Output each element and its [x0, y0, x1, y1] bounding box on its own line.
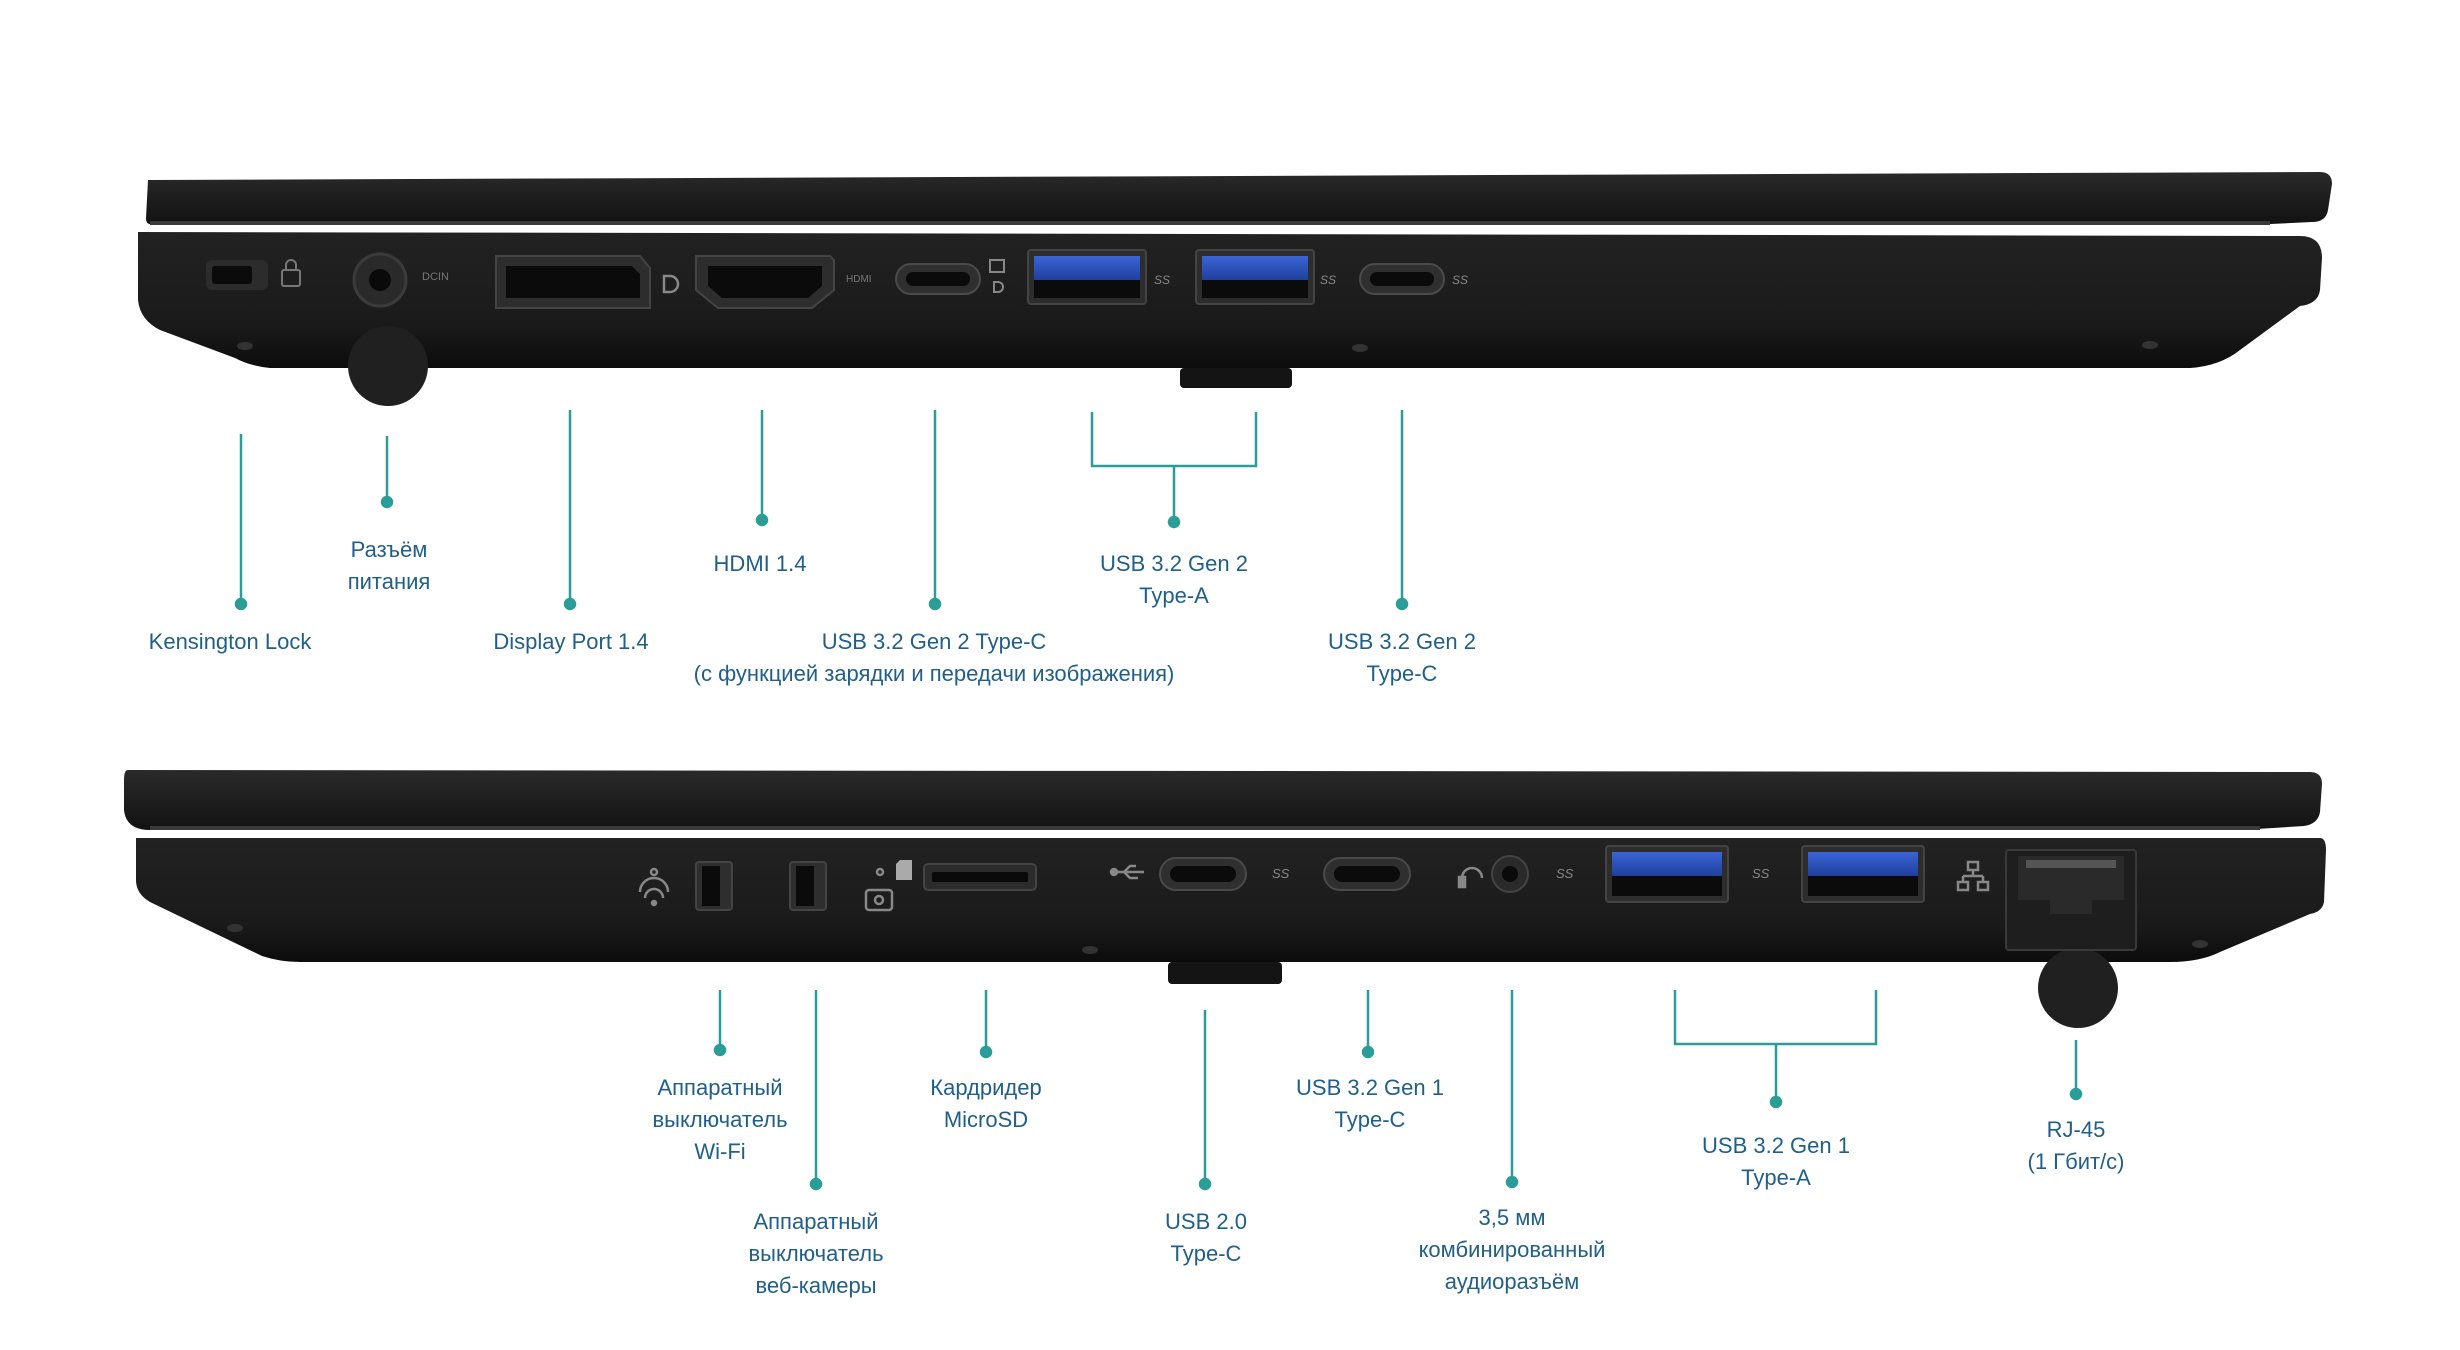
label-usbc-gen1: USB 3.2 Gen 1 Type-C [1296, 1075, 1444, 1132]
microsd-slot [932, 872, 1028, 882]
label-audio-jack: 3,5 мм комбинированный аудиоразъём [1418, 1205, 1606, 1294]
label-kensington-lock: Kensington Lock [148, 629, 312, 654]
camera-icon [864, 867, 894, 912]
lock-icon [281, 259, 301, 287]
label-power-connector: Разъём питания [347, 537, 431, 594]
label-usba-gen1: USB 3.2 Gen 1 Type-A [1702, 1133, 1850, 1190]
label-rj45: RJ-45 (1 Гбит/с) [2027, 1117, 2125, 1174]
label-hdmi: HDMI 1.4 [713, 551, 807, 576]
usb-c-port-gen1-opening [1334, 866, 1400, 882]
laptop-left-side-view: DCIN HDMI SS SS SS [138, 172, 2332, 406]
audio-jack-hole [1502, 866, 1518, 882]
lid-seam [150, 826, 2260, 830]
front-foot [348, 326, 428, 406]
screw [1352, 344, 1368, 352]
ss-usb-icon: SS [1154, 273, 1170, 287]
wifi-hardware-switch-knob [702, 866, 720, 906]
sd-card-icon [896, 860, 912, 880]
label-camera-switch: Аппаратный выключатель веб-камеры [748, 1209, 884, 1298]
laptop-lid [146, 172, 2332, 224]
ss-usb-icon: SS [1320, 273, 1336, 287]
usb-a-port-gen2-1-slot [1034, 280, 1140, 298]
ss-usb-icon: SS [1272, 866, 1290, 881]
rj45-port-clip [2050, 900, 2092, 914]
rear-foot [1168, 962, 1282, 984]
kensington-lock-hole [212, 266, 252, 284]
rear-foot [1180, 368, 1292, 388]
laptop-base [136, 838, 2326, 962]
displayport-port-opening [506, 266, 640, 298]
usb-a-port-gen1-2-slot [1808, 876, 1918, 896]
screw [237, 342, 253, 350]
power-jack-pin [369, 269, 391, 291]
label-usb20: USB 2.0 Type-C [1165, 1209, 1247, 1266]
screw [2142, 341, 2158, 349]
leader-usba-gen1-bracket [1673, 990, 1878, 1046]
usb-c-port-gen2-opening [1370, 272, 1434, 286]
leader-lines [234, 410, 2083, 1191]
usb-a-port-gen2-2-tongue [1202, 256, 1308, 280]
hdmi-port-opening [708, 266, 822, 298]
dc-in-marking: DCIN [422, 271, 449, 283]
usb-icon [1109, 864, 1144, 880]
usb-a-port-gen1-1-tongue [1612, 852, 1722, 876]
rj45-port-contacts [2026, 860, 2116, 868]
ss-usb-icon: SS [1556, 866, 1574, 881]
usb-c-port-opening [906, 272, 970, 286]
hdmi-marking: HDMI [846, 274, 872, 285]
leader-usba-gen2-bracket [1090, 412, 1258, 468]
ss-usb-icon: SS [1452, 273, 1468, 287]
headset-icon [1457, 866, 1484, 889]
label-wifi-switch: Аппаратный выключатель Wi-Fi [652, 1075, 788, 1164]
ss-usb-icon: SS [1752, 866, 1770, 881]
usb-a-port-gen2-2-slot [1202, 280, 1308, 298]
usb-a-port-gen1-2-tongue [1808, 852, 1918, 876]
label-usbc-charging: USB 3.2 Gen 2 Type-C (с функцией зарядки… [693, 629, 1175, 686]
label-displayport: Display Port 1.4 [493, 629, 649, 654]
usb-c-port-2-0-opening [1170, 866, 1236, 882]
displayport-icon [662, 274, 680, 294]
network-icon [1956, 860, 1990, 892]
wifi-icon [638, 867, 670, 907]
laptop-lid [124, 770, 2322, 830]
label-cardreader: Кардридер MicroSD [930, 1075, 1042, 1132]
front-foot [2038, 948, 2118, 1028]
label-usbc-gen2: USB 3.2 Gen 2 Type-C [1328, 629, 1476, 686]
label-usba-gen2: USB 3.2 Gen 2 Type-A [1100, 551, 1248, 608]
camera-hardware-switch-knob [796, 866, 814, 906]
screw [227, 924, 243, 932]
usb-a-port-gen1-1-slot [1612, 876, 1722, 896]
thunderbolt-dp-icon [989, 259, 1005, 293]
screw [1082, 946, 1098, 954]
lid-seam [150, 221, 2270, 225]
screw [2192, 940, 2208, 948]
laptop-right-side-view: SS SS SS [124, 770, 2326, 1028]
usb-a-port-gen2-1-tongue [1034, 256, 1140, 280]
